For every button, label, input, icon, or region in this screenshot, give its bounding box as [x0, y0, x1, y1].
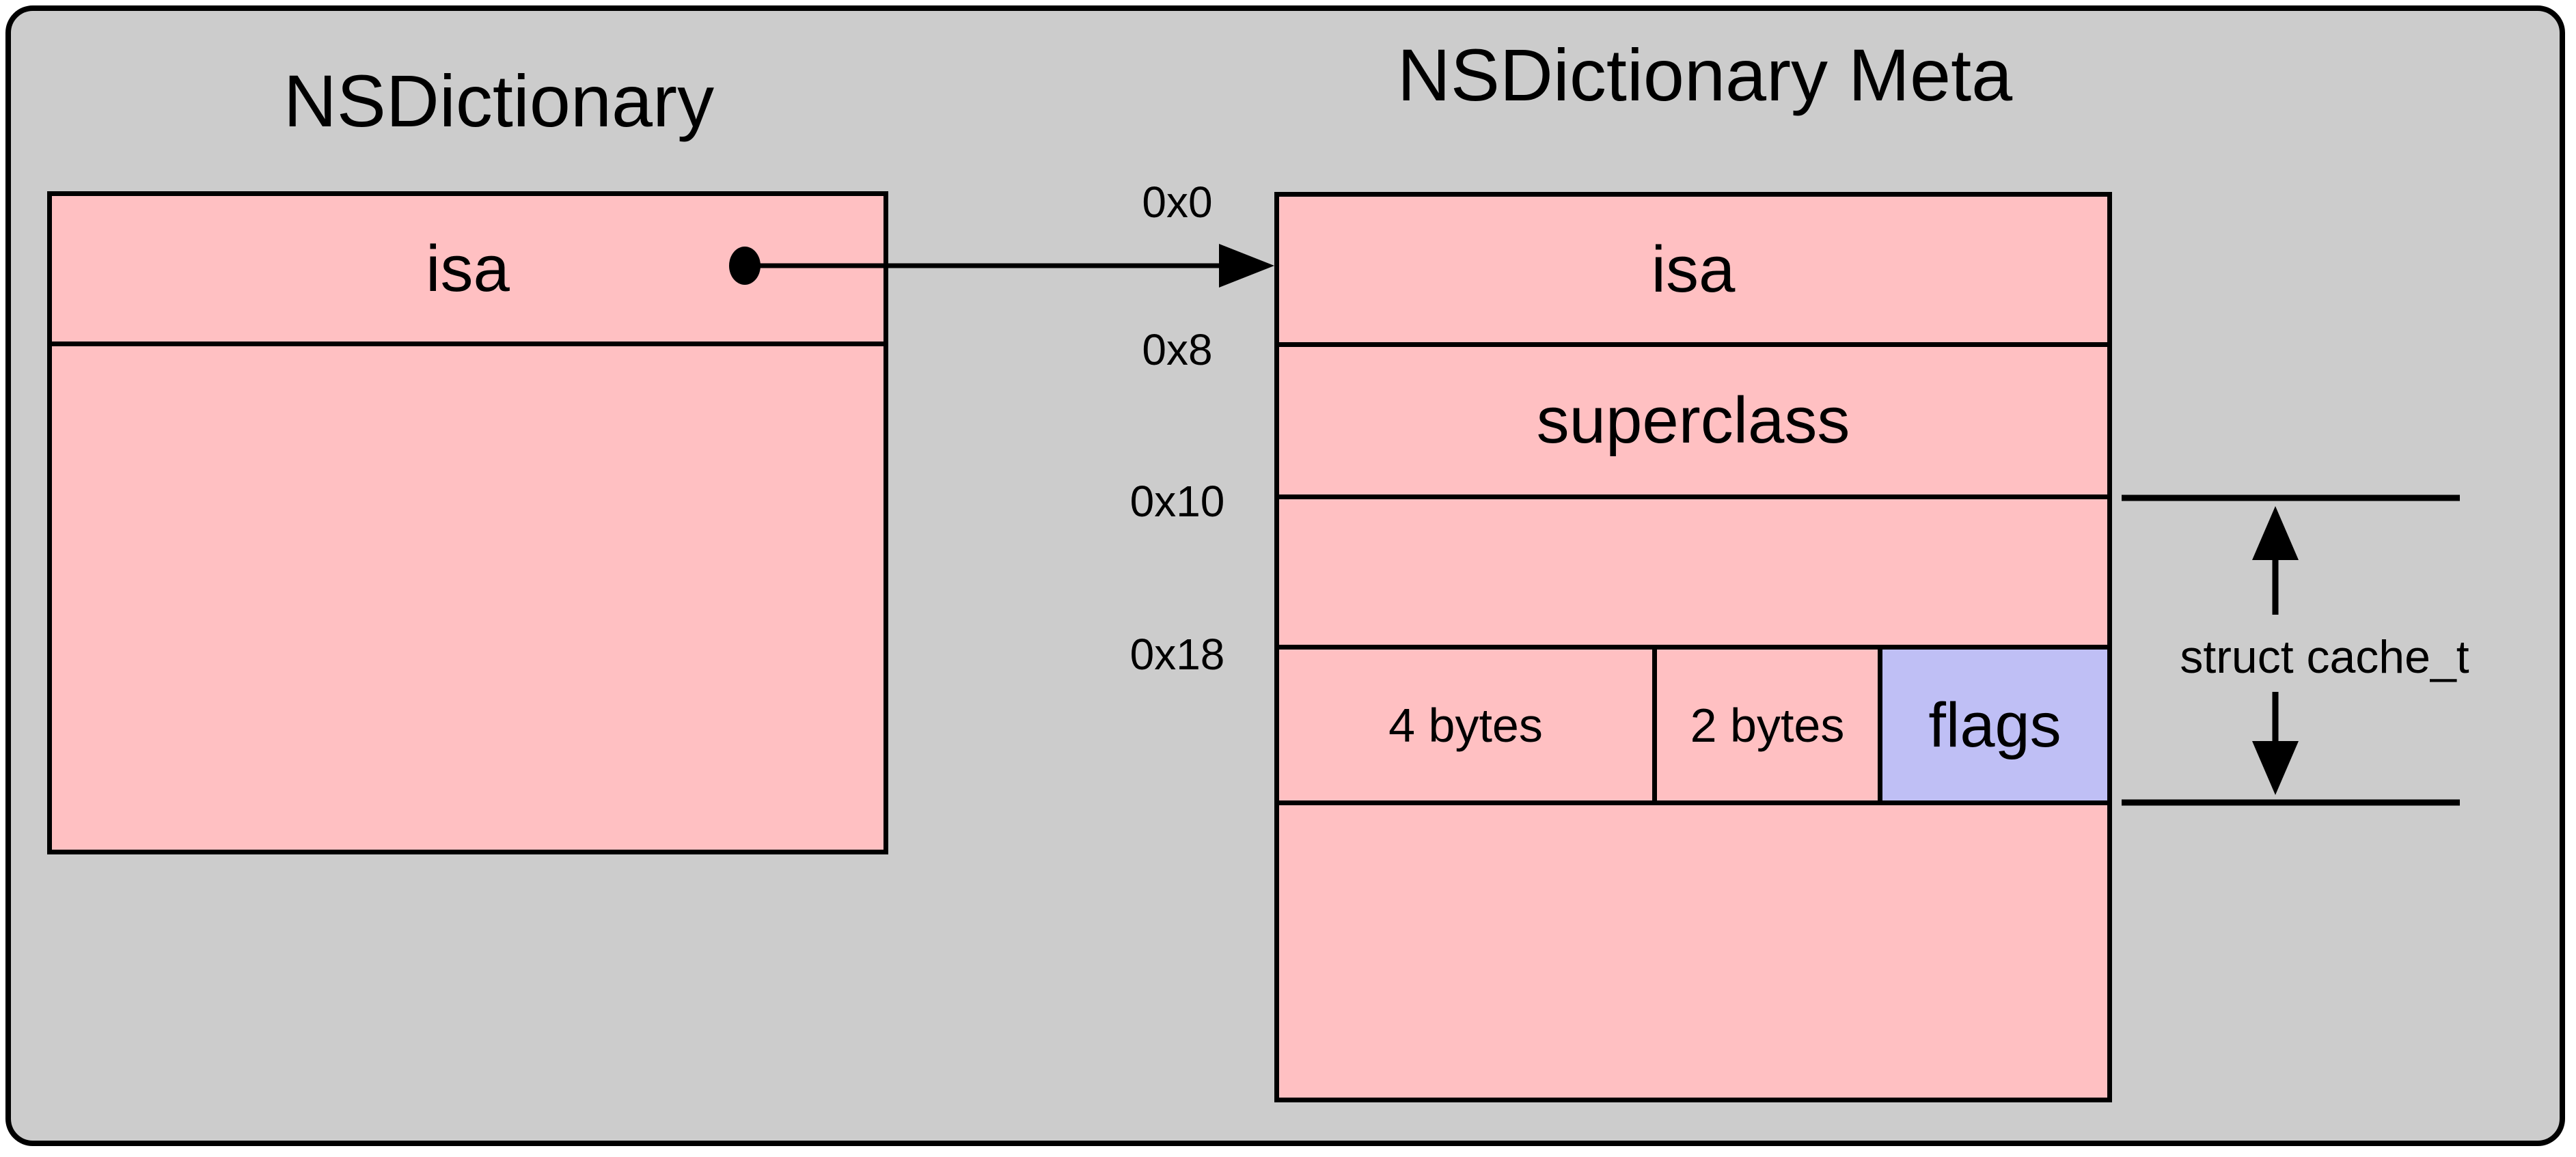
cache-4bytes-cell: 4 bytes [1279, 650, 1657, 800]
nsdictionary-isa-row: isa [52, 196, 883, 346]
nsdictionary-meta-box: isa superclass 4 bytes 2 bytes flags [1274, 192, 2112, 1102]
cache-4bytes-label: 4 bytes [1388, 698, 1543, 752]
meta-isa-label: isa [1651, 232, 1736, 306]
meta-cache-bytes-row: 4 bytes 2 bytes flags [1279, 650, 2107, 805]
meta-isa-row: isa [1279, 197, 2107, 347]
offset-label-0x8: 0x8 [1142, 325, 1213, 374]
cache-2bytes-label: 2 bytes [1690, 698, 1845, 752]
cache-2bytes-cell: 2 bytes [1657, 650, 1882, 800]
nsdictionary-body-row [52, 346, 883, 850]
meta-bottom-row [1279, 805, 2107, 1098]
nsdictionary-box: isa [47, 191, 888, 854]
nsdictionary-isa-label: isa [426, 232, 510, 305]
meta-cache-upper-row [1279, 499, 2107, 650]
offset-label-0x18: 0x18 [1129, 630, 1225, 679]
struct-cache-t-label: struct cache_t [2180, 631, 2469, 683]
right-box-title: NSDictionary Meta [1397, 33, 2013, 116]
cache-flags-label: flags [1928, 690, 2061, 760]
meta-superclass-label: superclass [1536, 384, 1850, 457]
cache-flags-cell: flags [1882, 650, 2107, 800]
offset-label-0x0: 0x0 [1142, 178, 1213, 227]
meta-superclass-row: superclass [1279, 347, 2107, 499]
offset-label-0x10: 0x10 [1129, 477, 1225, 526]
left-box-title: NSDictionary [283, 59, 715, 142]
